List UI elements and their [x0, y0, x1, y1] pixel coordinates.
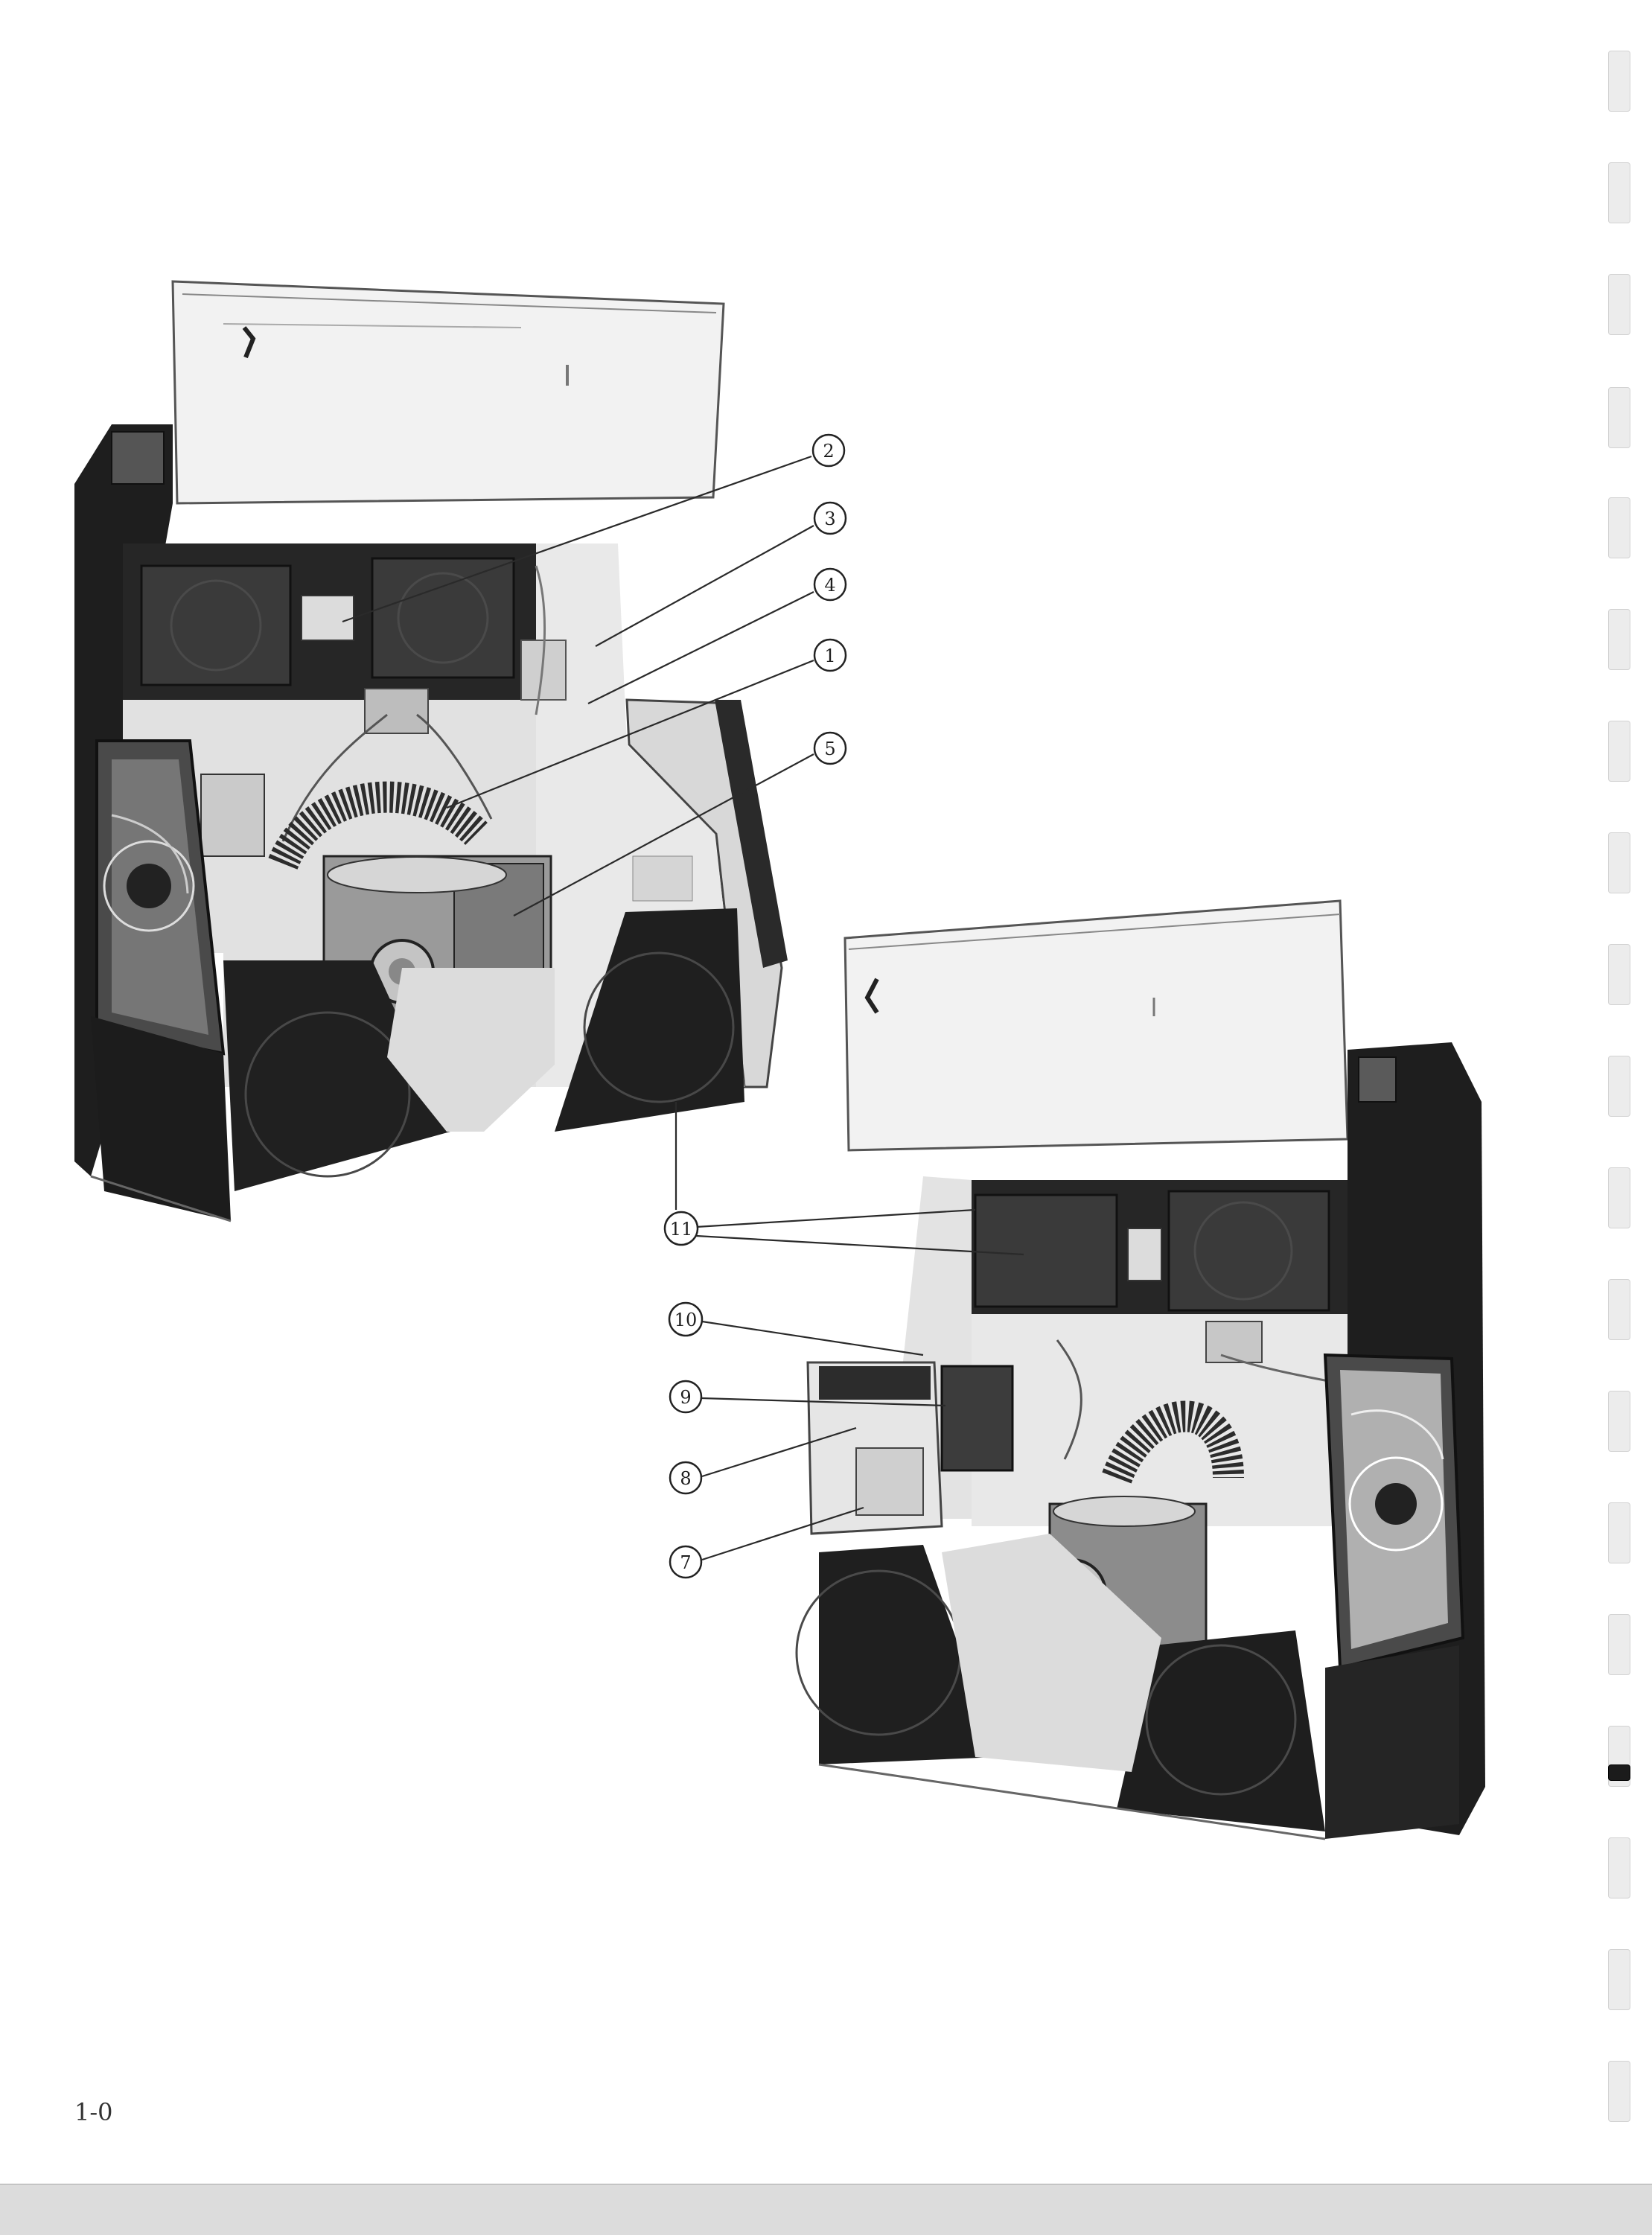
binder-tab-mark	[1608, 1167, 1630, 1228]
binder-tab-mark	[1608, 1837, 1630, 1898]
callout-4: 4	[813, 567, 847, 602]
jukebox-left-illustration	[74, 280, 788, 1222]
binder-tab-mark	[1608, 944, 1630, 1005]
binder-tab-mark	[1608, 1949, 1630, 2010]
svg-text:1: 1	[824, 645, 835, 666]
svg-text:2: 2	[823, 441, 834, 462]
svg-text:7: 7	[680, 1552, 691, 1573]
svg-text:8: 8	[680, 1468, 691, 1489]
binder-tab-mark	[1608, 721, 1630, 782]
svg-text:9: 9	[680, 1387, 691, 1408]
leader-lines	[342, 455, 1024, 1561]
callout-5: 5	[813, 731, 847, 765]
page-bottom-band	[0, 2184, 1652, 2235]
callout-7: 7	[669, 1545, 703, 1579]
jukebox-right-illustration	[795, 899, 1485, 1840]
binder-tab-mark	[1608, 162, 1630, 223]
callout-11: 11	[663, 1211, 699, 1246]
binder-tab-mark	[1608, 387, 1630, 448]
binder-tab-mark	[1608, 1502, 1630, 1563]
binder-tab-mark	[1608, 1614, 1630, 1675]
binder-tab-mark	[1608, 1279, 1630, 1340]
svg-text:5: 5	[824, 739, 835, 759]
binder-tab-mark	[1608, 2061, 1630, 2122]
svg-text:10: 10	[674, 1310, 698, 1330]
callout-3: 3	[813, 501, 847, 535]
binder-tab-mark	[1608, 832, 1630, 893]
binder-tab-mark	[1608, 1056, 1630, 1117]
callout-10: 10	[668, 1301, 704, 1337]
svg-text:4: 4	[824, 575, 835, 596]
callout-8: 8	[669, 1461, 703, 1495]
binder-tab-mark-active	[1608, 1764, 1630, 1781]
binder-tab-mark	[1608, 497, 1630, 558]
binder-tab-mark	[1608, 1391, 1630, 1452]
callout-2: 2	[811, 433, 846, 468]
page-number: 1-0	[74, 2098, 113, 2126]
callout-9: 9	[669, 1380, 703, 1414]
callout-1: 1	[813, 638, 847, 672]
svg-text:11: 11	[670, 1219, 693, 1240]
svg-text:3: 3	[824, 508, 835, 529]
binder-tab-mark	[1608, 274, 1630, 335]
binder-tab-mark	[1608, 609, 1630, 670]
binder-tab-mark	[1608, 51, 1630, 112]
